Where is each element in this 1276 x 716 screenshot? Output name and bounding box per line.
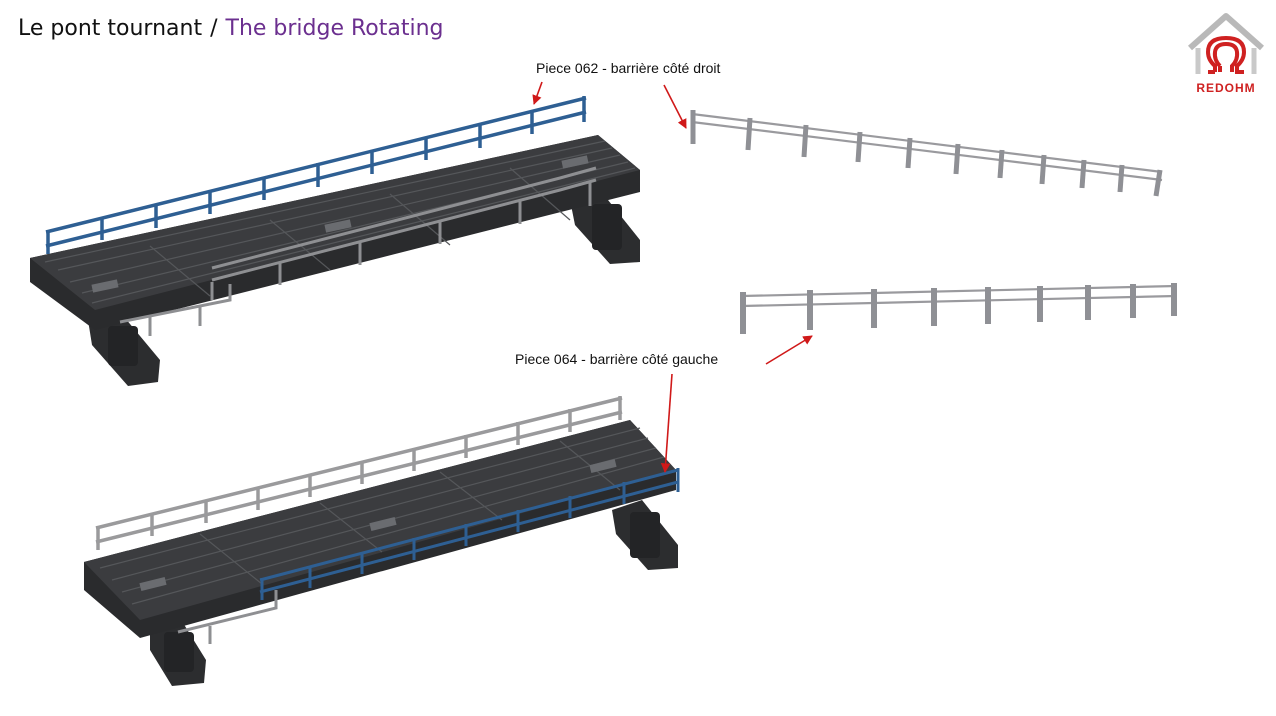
- callout-piece-064: Piece 064 - barrière côté gauche: [515, 351, 719, 367]
- slide-title: Le pont tournant / The bridge Rotating: [18, 14, 444, 44]
- barrier-064-highlight: [259, 468, 680, 600]
- omega-house-logo-icon: [1188, 13, 1264, 74]
- logo-wordmark: REDOHM: [1196, 81, 1255, 95]
- barrier-062-part: [690, 110, 1163, 197]
- title-separator: /: [210, 16, 218, 41]
- barrier-062-highlight: [45, 96, 587, 254]
- barrier-064-part: [740, 283, 1177, 334]
- arrow-064-to-part: [765, 335, 813, 365]
- arrow-062-to-part: [663, 84, 687, 129]
- arrow-064-to-bridge: [660, 373, 673, 473]
- title-french: Le pont tournant: [18, 16, 203, 41]
- arrow-062-to-bridge: [532, 81, 543, 105]
- callout-piece-062: Piece 062 - barrière côté droit: [536, 60, 721, 76]
- callout-arrows: [532, 81, 813, 473]
- redohm-logo: REDOHM: [1188, 13, 1264, 95]
- title-english: The bridge Rotating: [225, 16, 444, 41]
- bridge-render-top: [30, 96, 640, 386]
- bridge-render-bottom: [84, 396, 680, 686]
